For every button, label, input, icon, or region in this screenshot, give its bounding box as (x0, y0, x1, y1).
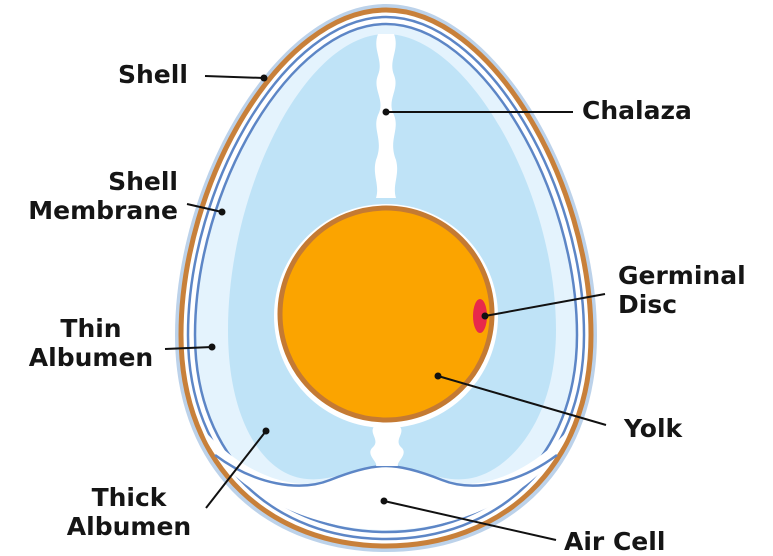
shell-membrane-label: Shell Membrane (28, 167, 178, 225)
air-cell-dot (381, 498, 388, 505)
chalaza-label: Chalaza (582, 96, 692, 125)
air-cell-label: Air Cell (564, 527, 665, 556)
thick-albumen-line-2: Albumen (60, 512, 198, 541)
chalaza-dot (383, 109, 390, 116)
yolk-label: Yolk (624, 414, 682, 443)
shell-membrane-line-2: Membrane (28, 196, 178, 225)
thick-albumen-line-1: Thick (60, 483, 198, 512)
germinal-disc-label: Germinal Disc (618, 261, 746, 319)
germinal-disc-line-1: Germinal (618, 261, 746, 290)
thin-albumen-dot (209, 344, 216, 351)
yolk (280, 208, 492, 420)
thick-albumen-label: Thick Albumen (60, 483, 198, 541)
thin-albumen-line-1: Thin (22, 314, 160, 343)
shell-label: Shell (118, 60, 188, 89)
germinal-disc-line-2: Disc (618, 290, 746, 319)
shell-membrane-line-1: Shell (28, 167, 178, 196)
chalaza-lower (370, 425, 403, 466)
shell-membrane-dot (219, 209, 226, 216)
thin-albumen-line-2: Albumen (22, 343, 160, 372)
thick-albumen-dot (263, 428, 270, 435)
yolk-dot (435, 373, 442, 380)
thin-albumen-label: Thin Albumen (22, 314, 160, 372)
shell-leader (205, 76, 264, 78)
shell-dot (261, 75, 268, 82)
germinal-disc-dot (482, 313, 489, 320)
